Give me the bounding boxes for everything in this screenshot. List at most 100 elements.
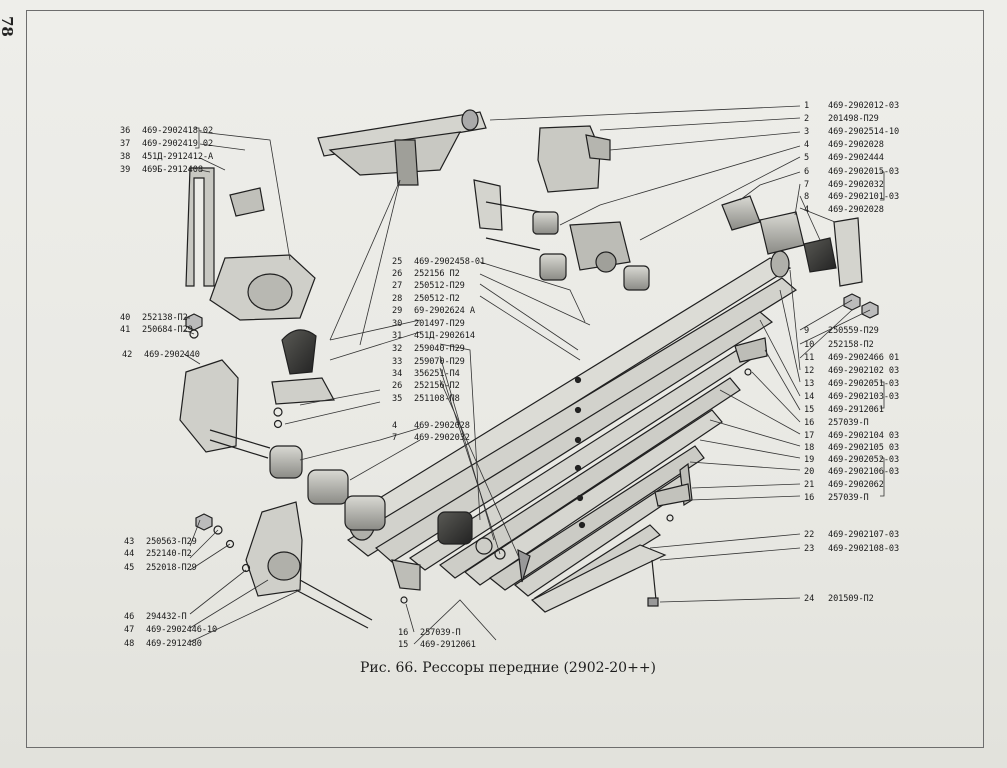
part-number: 451Д-2912412-А [142,152,214,162]
part-number: 469-2912061 [828,405,884,415]
part-number: 469-2902419 02 [142,139,214,149]
part-number: 250512-П29 [414,281,465,291]
part-number: 469Б-2912408 [142,165,203,175]
callout-number: 24 [804,594,815,604]
part-number: 69-2902624 А [414,306,475,316]
part-number: 250684-П29 [142,325,193,335]
part-number: 469-2902028 [414,421,470,431]
callout-number: 27 [392,281,403,291]
callout-number: 41 [120,325,131,335]
part-number: 259070-П29 [414,357,465,367]
callout-number: 12 [804,366,815,376]
part-number: 252140-П2 [146,549,192,559]
callout-number: 22 [804,530,815,540]
callout-number: 16 [804,493,815,503]
callout-number: 3 [804,127,810,137]
callout-number: 7 [804,180,810,190]
part-number: 257039-П [828,418,869,428]
part-number: 469-2902446-10 [146,625,218,635]
callout-number: 30 [392,319,403,329]
callout-number: 26 [392,381,403,391]
callout-41: 41 250684-П29 [120,325,193,335]
part-number: 469-2902032 [828,180,884,190]
callout-number: 4 [804,205,810,215]
callout-number: 4 [392,421,398,431]
part-number: 469-2902106-03 [828,467,900,477]
part-number: 451Д-2902614 [414,331,475,341]
callout-number: 20 [804,467,815,477]
callout-7: 7 469-2902032 [804,180,884,190]
callout-number: 7 [392,433,398,443]
callout-number: 35 [392,394,403,404]
part-number: 469-2902052-03 [828,455,900,465]
callout-30: 30 201497-П29 [392,319,465,329]
part-number: 252158-П2 [828,340,874,350]
figure-caption: Рис. 66. Рессоры передние (2902-20++) [360,660,657,676]
part-number: 250559-П29 [828,326,879,336]
shackle-assembly [473,179,650,291]
callout-number: 23 [804,544,815,554]
callout-number: 21 [804,480,815,490]
callout-number: 39 [120,165,131,175]
callout-15: 15 469-2912061 [804,405,884,415]
callout-42: 42 469-2902440 [122,350,200,360]
callout-number: 13 [804,379,815,389]
leader-lines [183,105,885,645]
callout-number: 18 [804,443,815,453]
part-number: 469-2902104 03 [828,431,900,441]
callout-number: 16 [398,628,409,638]
part-number: 469-2902444 [828,153,884,163]
callout-number: 31 [392,331,403,341]
rear-bracket-top [185,167,316,339]
callout-number: 46 [124,612,135,622]
callout-number: 42 [122,350,133,360]
callout-number: 48 [124,639,135,649]
part-number: 251108-П8 [414,394,460,404]
callout-27: 27 250512-П29 [392,281,465,291]
callout-number: 16 [804,418,815,428]
callout-number: 26 [392,269,403,279]
part-number: 469-2902103-03 [828,392,900,402]
callout-number: 1 [804,101,810,111]
callout-35: 35 251108-П8 [392,394,460,404]
part-number: 469-2902440 [144,350,200,360]
callout-number: 37 [120,139,131,149]
callout-31: 31 451Д-2902614 [392,331,475,341]
callout-number: 15 [804,405,815,415]
callout-number: 32 [392,344,403,354]
callout-number: 44 [124,549,135,559]
buffer-assembly [271,329,335,429]
callout-number: 4 [804,140,810,150]
part-number: 252018-П29 [146,563,197,573]
callout-37: 37 469-2902419 02 [120,139,213,149]
lower-bushings [344,495,531,583]
callout-number: 36 [120,126,131,136]
part-number: 201497-П29 [414,319,465,329]
